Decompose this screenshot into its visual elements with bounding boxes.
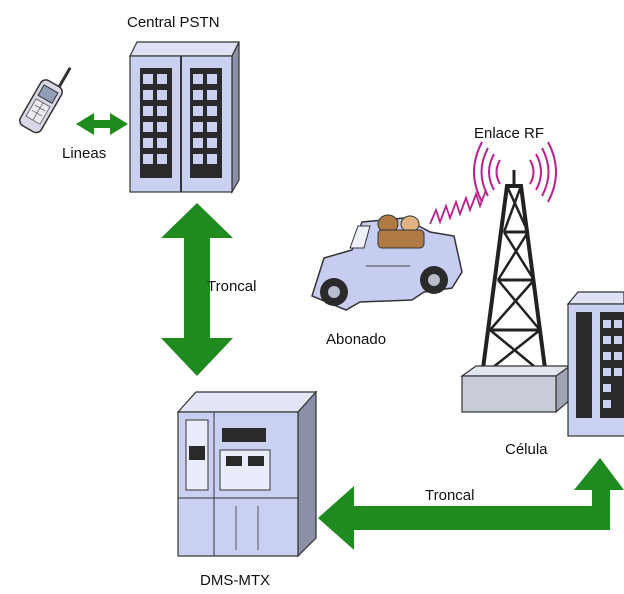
dms-mtx-label: DMS-MTX xyxy=(200,572,270,589)
abonado-label: Abonado xyxy=(326,331,387,348)
central-pstn-label: Central PSTN xyxy=(127,14,220,31)
rf-waves-icon xyxy=(473,141,557,203)
celula-label: Célula xyxy=(505,441,548,458)
subscriber-car-icon xyxy=(311,214,463,311)
central-pstn-server-icon xyxy=(129,41,240,195)
troncal-horizontal-label: Troncal xyxy=(425,487,475,504)
troncal-vertical-double-arrow xyxy=(161,203,233,376)
cell-tower-icon xyxy=(460,170,572,414)
dms-mtx-switch-icon xyxy=(176,390,318,558)
radio-link-zigzag xyxy=(429,189,487,225)
troncal-vertical-label: Troncal xyxy=(207,278,257,295)
lineas-label: Lineas xyxy=(62,145,107,162)
enlace-rf-label: Enlace RF xyxy=(474,125,545,142)
troncal-horizontal-arrow xyxy=(318,458,624,550)
lineas-double-arrow xyxy=(76,113,128,135)
mobile-phone-icon xyxy=(19,66,72,134)
cell-site-server-icon xyxy=(566,291,624,437)
